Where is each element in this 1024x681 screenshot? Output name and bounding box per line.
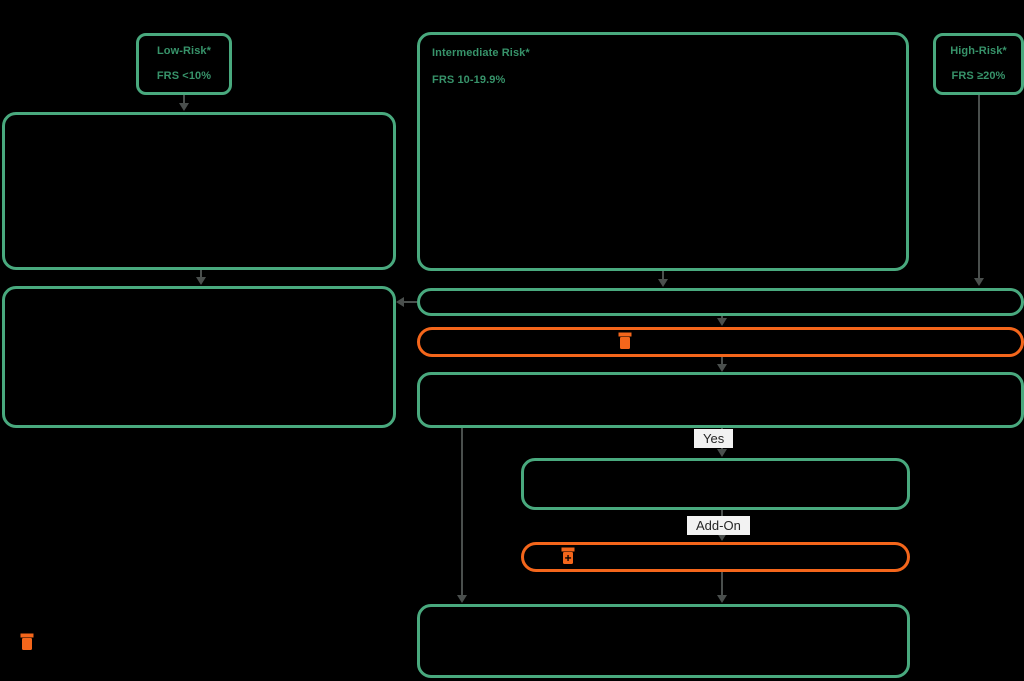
node-low-risk-detail[interactable] — [2, 112, 396, 270]
connector-high-tier-to-pill — [978, 95, 980, 279]
connector-low-detail-to-outcome — [200, 270, 202, 278]
connector-low-tier-to-detail — [183, 95, 185, 104]
legend — [20, 633, 41, 651]
high-risk-subtitle: FRS ≥20% — [951, 69, 1006, 82]
node-terminal-box[interactable] — [417, 604, 910, 678]
arrowhead-yes-to-addon — [717, 533, 727, 541]
low-risk-title: Low-Risk* — [156, 44, 212, 57]
pill-bottle-icon — [618, 332, 632, 350]
intermediate-risk-subtitle: FRS 10-19.9% — [432, 74, 506, 86]
arrowhead-orange-to-decision — [717, 364, 727, 372]
edge-label-add-on: Add-On — [687, 516, 750, 535]
node-yes-branch-box[interactable] — [521, 458, 910, 510]
node-low-risk-tier[interactable]: Low-Risk* FRS <10% — [136, 33, 232, 95]
connector-decision-to-terminal — [461, 428, 463, 598]
pill-bottle-plus-icon — [561, 547, 575, 565]
edge-label-yes: Yes — [694, 429, 734, 448]
arrowhead-intermediate-to-pill — [658, 279, 668, 287]
connector-orange-to-decision — [721, 357, 723, 365]
arrowhead-pill-to-low-outcome — [396, 297, 404, 307]
node-shared-green-pill[interactable] — [417, 288, 1024, 316]
node-high-risk-tier[interactable]: High-Risk* FRS ≥20% — [933, 33, 1024, 95]
high-risk-title: High-Risk* — [950, 44, 1007, 57]
node-orange-pill-addon[interactable] — [521, 542, 910, 572]
connector-pill-to-low-outcome — [400, 301, 417, 303]
arrowhead-decision-to-terminal — [457, 595, 467, 603]
intermediate-risk-title: Intermediate Risk* — [432, 47, 530, 59]
arrowhead-low-tier-to-detail — [179, 103, 189, 111]
node-intermediate-risk-tier[interactable]: Intermediate Risk* FRS 10-19.9% — [417, 32, 909, 271]
arrowhead-addon-to-terminal — [717, 595, 727, 603]
arrowhead-decision-to-yes — [717, 449, 727, 457]
legend-pill-bottle-icon — [20, 633, 34, 651]
connector-intermediate-to-pill — [662, 271, 664, 281]
low-risk-subtitle: FRS <10% — [156, 69, 212, 82]
node-low-risk-outcome[interactable] — [2, 286, 396, 428]
arrowhead-low-detail-to-outcome — [196, 277, 206, 285]
connector-addon-to-terminal — [721, 572, 723, 598]
node-orange-pill-primary[interactable] — [417, 327, 1024, 357]
arrowhead-pill-to-orange — [717, 318, 727, 326]
node-decision-box[interactable] — [417, 372, 1024, 428]
arrowhead-high-tier-to-pill — [974, 278, 984, 286]
